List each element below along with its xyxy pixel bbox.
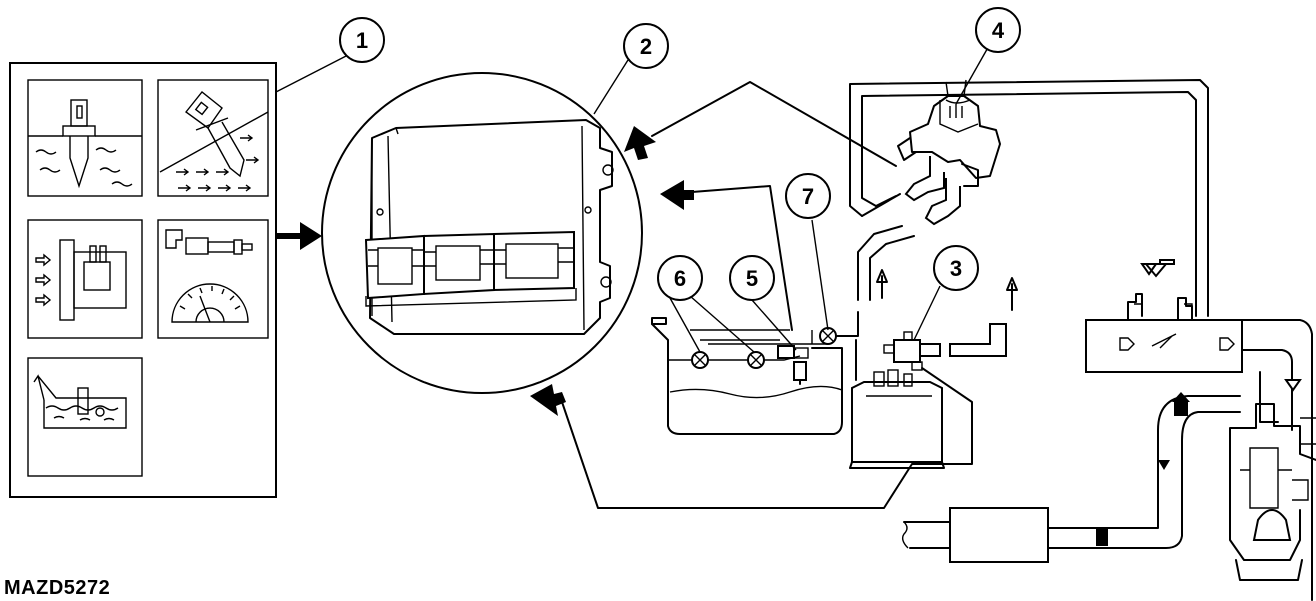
pcm-module: [321, 72, 643, 394]
exhaust-flow-arrow-icon: [1096, 528, 1108, 546]
flow-arrow-down-icon: [1284, 379, 1302, 392]
callout-3: 3: [933, 245, 979, 291]
evap-canister: [849, 339, 945, 469]
callout-1: 1: [339, 17, 385, 63]
fuel-tank: [651, 311, 859, 435]
fuel-tank-sensor-icon: [27, 357, 143, 477]
fuel-tank-pressure-sensor-icon: [777, 345, 809, 385]
callout-4: 4: [975, 7, 1021, 53]
input-arrow-icon: [624, 126, 656, 160]
input-arrow-icon: [660, 180, 694, 210]
exhaust-system: [901, 395, 1241, 563]
flow-arrow-up-icon: [1006, 277, 1018, 311]
canister-vent-solenoid: [883, 323, 1007, 371]
mass-air-flow-sensor-icon: [27, 219, 143, 339]
air-temp-sensor-icon: [157, 79, 269, 197]
sensor-input-panel: [9, 62, 277, 498]
callout-7-label: 7: [802, 184, 814, 209]
intake-manifold: [1085, 293, 1313, 601]
purge-solenoid-valve: [897, 79, 1001, 226]
callout-2: 2: [623, 23, 669, 69]
callout-5: 5: [729, 255, 775, 301]
exhaust-flow-arrow-icon: [1158, 460, 1170, 470]
callout-3-label: 3: [950, 256, 962, 281]
engine-block: [1229, 403, 1316, 581]
input-arrow-icon: [276, 222, 322, 250]
purge-hoses: [849, 79, 1209, 317]
figure-id: MAZD5272: [4, 577, 111, 599]
temperature-sensor-icon: [27, 79, 143, 197]
intake-air-arrow-icon: [1140, 259, 1175, 278]
callout-1-label: 1: [356, 28, 368, 53]
signal-lines: [561, 81, 973, 509]
flow-arrow-up-icon: [876, 269, 888, 299]
callout-6-label: 6: [674, 266, 686, 291]
speed-sensor-gauge-icon: [157, 219, 269, 339]
callout-6: 6: [657, 255, 703, 301]
callout-7: 7: [785, 173, 831, 219]
exhaust-flow-arrow-icon: [1172, 392, 1190, 416]
output-arrow-icon: [530, 384, 566, 416]
leader-lines: [275, 43, 991, 353]
callout-2-label: 2: [640, 34, 652, 59]
callout-5-label: 5: [746, 266, 758, 291]
callout-4-label: 4: [992, 18, 1005, 43]
